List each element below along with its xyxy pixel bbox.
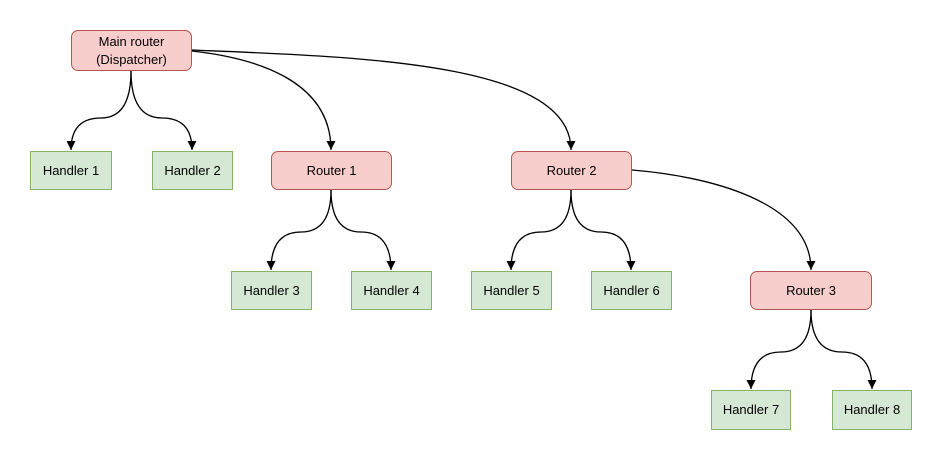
edge-main-router-to-router-1 <box>191 50 336 151</box>
node-handler-3: Handler 3 <box>231 271 312 310</box>
node-handler-2: Handler 2 <box>152 151 233 190</box>
node-handler-1: Handler 1 <box>30 151 112 190</box>
edge-router-1-to-handler-3 <box>266 189 332 271</box>
edge-main-router-to-handler-1 <box>66 70 132 151</box>
edge-router-2-to-handler-6 <box>570 189 636 271</box>
node-router-1: Router 1 <box>271 151 392 190</box>
node-handler-8: Handler 8 <box>832 390 912 430</box>
edge-router-2-to-handler-5 <box>506 189 572 271</box>
edge-router-3-to-handler-8 <box>810 309 877 390</box>
node-router-2: Router 2 <box>511 151 632 190</box>
node-handler-5: Handler 5 <box>471 271 552 310</box>
edge-router-3-to-handler-7 <box>746 309 812 390</box>
edge-main-router-to-handler-2 <box>130 70 197 151</box>
node-main-router-dispatcher: Main router (Dispatcher) <box>71 30 192 71</box>
node-handler-4: Handler 4 <box>351 271 432 310</box>
node-handler-7: Handler 7 <box>711 390 791 430</box>
edge-router-1-to-handler-4 <box>330 189 396 271</box>
edge-router-2-to-router-3 <box>631 169 816 271</box>
edge-main-router-to-router-2 <box>191 49 576 151</box>
node-router-3: Router 3 <box>750 271 872 310</box>
node-handler-6: Handler 6 <box>591 271 672 310</box>
